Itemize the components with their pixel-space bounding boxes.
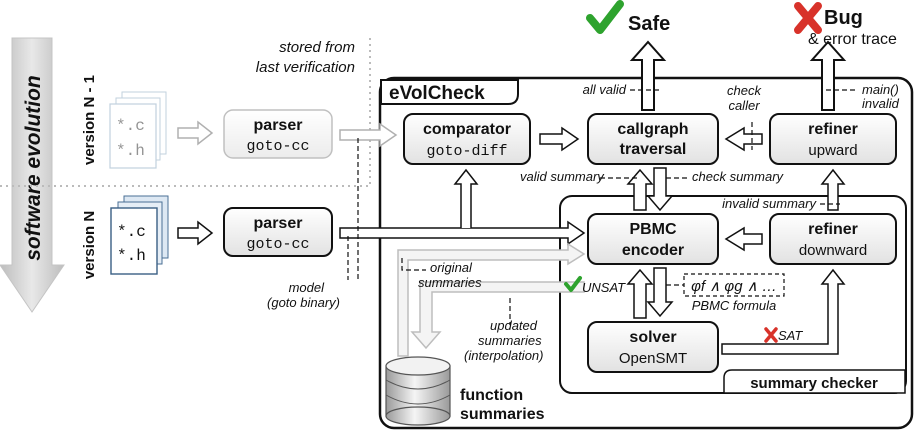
file-h-old: *.h — [116, 142, 145, 160]
summary-checker-tab — [723, 369, 906, 394]
file-h-new: *.h — [117, 247, 146, 265]
function-summaries-line2: summaries — [460, 406, 545, 423]
evolcheck-tab — [380, 79, 519, 105]
arrow-comparator-callgraph — [539, 126, 580, 152]
label-unsat: UNSAT — [582, 280, 626, 295]
callgraph-traversal-box: callgraph traversal — [587, 113, 719, 165]
label-original-1: original — [430, 260, 473, 275]
label-sat: SAT — [778, 328, 803, 343]
outcome-bug: Bug — [824, 7, 863, 29]
label-valid-summary: valid summary — [520, 169, 605, 184]
version-prev-label: version N - 1 — [81, 75, 98, 165]
arrow-files-parser-old — [177, 120, 214, 146]
arrow-to-comparator-up — [453, 168, 479, 228]
solver-box: solver OpenSMT — [587, 321, 719, 373]
label-formula: φf ∧ φg ∧ … — [691, 278, 777, 295]
label-updated-2: summaries — [478, 333, 542, 348]
comparator-box: comparator goto-diff — [403, 113, 531, 165]
arrow-files-parser-new — [177, 220, 214, 246]
solver-title: solver — [629, 329, 676, 346]
label-model-2: (goto binary) — [267, 295, 340, 310]
outcome-safe: Safe — [628, 13, 670, 35]
arrow-solver-refiner — [721, 268, 846, 355]
parser-old-box: parser goto-cc — [223, 109, 333, 159]
callgraph-line2: traversal — [620, 141, 687, 158]
parser-old-sub: goto-cc — [246, 138, 309, 155]
arrow-refiner-callgraph — [724, 126, 763, 152]
arrow-pbmc-callgraph-up — [626, 168, 654, 211]
arrow-solver-pbmc-up — [626, 268, 654, 319]
label-updated-1: updated — [490, 318, 538, 333]
software-evolution-label: software evolution — [22, 75, 45, 261]
pbmc-line2: encoder — [622, 242, 684, 259]
function-summaries-line1: function — [460, 387, 523, 404]
label-main-invalid-1: main() — [862, 82, 899, 97]
arrow-parser-new-pbmc — [339, 220, 586, 246]
sat-cross-icon — [764, 327, 778, 343]
outcome-error-trace: & error trace — [808, 31, 897, 48]
arrow-callgraph-safe — [629, 40, 667, 111]
callgraph-line1: callgraph — [617, 121, 688, 138]
stored-note-line2: last verification — [256, 59, 355, 76]
file-c-new: *.c — [117, 223, 146, 241]
label-check-caller-1: check — [727, 83, 762, 98]
label-main-invalid-2: invalid — [862, 96, 900, 111]
parser-new-title: parser — [254, 215, 303, 232]
label-model-1: model — [289, 280, 326, 295]
label-invalid-summary: invalid summary — [722, 196, 817, 211]
parser-new-box: parser goto-cc — [223, 207, 333, 257]
file-c-old: *.c — [116, 117, 145, 135]
version-curr-label: version N — [81, 211, 98, 279]
refiner-up-title: refiner — [808, 121, 858, 138]
refiner-up-sub: upward — [808, 142, 857, 159]
refiner-upward-box: refiner upward — [769, 113, 897, 165]
bug-cross-icon — [794, 2, 822, 34]
label-original-2: summaries — [418, 275, 482, 290]
software-evolution-arrow: software evolution — [0, 37, 65, 313]
comparator-title: comparator — [423, 121, 511, 138]
source-files-new: *.c *.h — [110, 195, 169, 275]
label-check-summary: check summary — [692, 169, 785, 184]
pbmc-line1: PBMC — [629, 221, 677, 238]
unsat-check-icon — [564, 276, 582, 292]
summary-checker-title: summary checker — [750, 375, 878, 392]
solver-sub: OpenSMT — [619, 350, 687, 367]
pbmc-encoder-box: PBMC encoder — [587, 213, 719, 265]
arrow-original-summaries — [397, 242, 586, 357]
arrow-callgraph-pbmc-down — [646, 167, 674, 212]
refiner-down-sub: downward — [799, 242, 867, 259]
dash-original — [401, 258, 426, 271]
source-files-old: *.c *.h — [109, 91, 167, 169]
stored-note-line1: stored from — [279, 39, 355, 56]
parser-new-sub: goto-cc — [246, 236, 309, 253]
arrow-pbmc-solver-down — [646, 267, 674, 318]
arrow-parser-old-comparator — [339, 122, 398, 148]
evolcheck-title: eVolCheck — [389, 83, 485, 104]
refiner-downward-box: refiner downward — [769, 213, 897, 265]
label-check-caller-2: caller — [728, 98, 760, 113]
arrow-refiner-bug — [809, 40, 847, 111]
safe-check-icon — [586, 0, 624, 34]
label-all-valid: all valid — [583, 82, 627, 97]
arrow-unsat-summaries — [410, 281, 585, 350]
label-pbmc-formula: PBMC formula — [692, 298, 777, 313]
arrow-refiner-down-up — [820, 168, 846, 211]
comparator-sub: goto-diff — [426, 143, 507, 160]
function-summaries-db — [385, 356, 451, 426]
refiner-down-title: refiner — [808, 221, 858, 238]
arrow-refiner-down-pbmc — [724, 226, 763, 252]
parser-old-title: parser — [254, 117, 303, 134]
label-updated-3: (interpolation) — [464, 348, 544, 363]
